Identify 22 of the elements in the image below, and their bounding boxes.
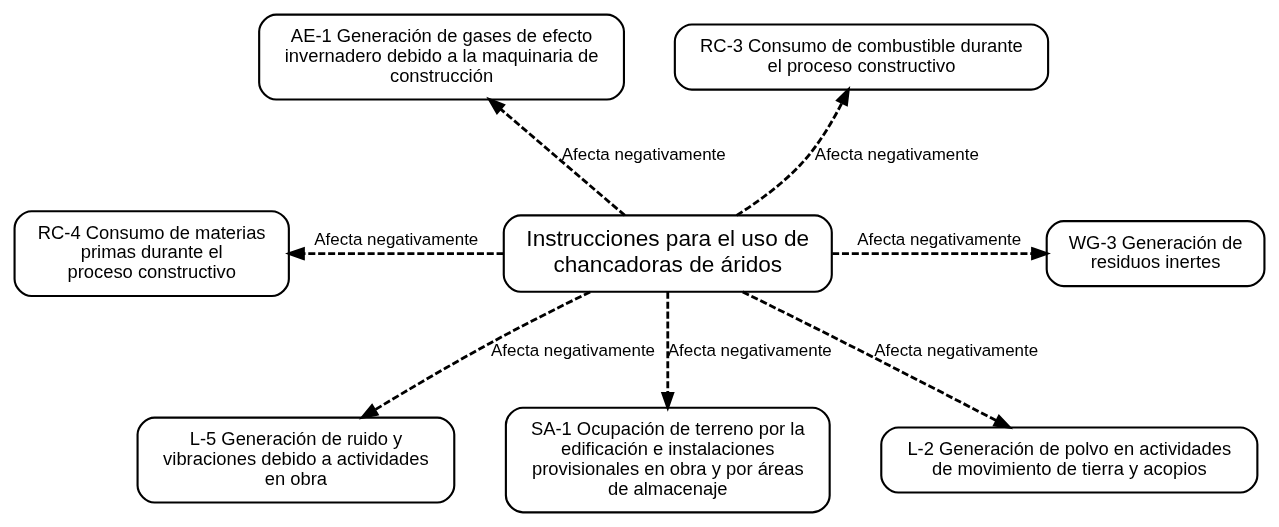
edge-label: Afecta negativamente (491, 341, 656, 361)
edge-label: Afecta negativamente (314, 229, 479, 249)
arrow (486, 96, 626, 217)
arrow (735, 85, 851, 217)
arrow (285, 246, 504, 261)
arrow (832, 246, 1051, 261)
edge-label: Afecta negativamente (857, 229, 1022, 249)
node-box: AE-1 Generación de gases de efecto invernadero debido a la maquinaria de construcción (258, 13, 625, 101)
edge-label: Afecta negativamente (874, 341, 1039, 361)
arrow (660, 291, 675, 412)
edge-label: Afecta negativamente (561, 144, 726, 164)
node-box: SA-1 Ocupación de terreno por la edificación e instalaciones provisionales en obra y por áreas de almacenaje (504, 406, 831, 514)
node-box: WG-3 Generación de residuos inertes (1045, 220, 1266, 288)
node-box: L-5 Generación de ruido y vibraciones debido a actividades en obra (136, 416, 456, 504)
node-box: RC-3 Consumo de combustible durante el proceso constructivo (673, 23, 1050, 91)
node-box: RC-4 Consumo de materias primas durante el proceso constructivo (13, 210, 290, 298)
node-box: Instrucciones para el uso de chancadoras de áridos (502, 214, 833, 293)
edge-label: Afecta negativamente (667, 341, 832, 361)
node-box: L-2 Generación de polvo en actividades de movimiento de tierra y acopios (880, 426, 1259, 494)
edge-label: Afecta negativamente (814, 144, 979, 164)
arrow (742, 290, 1014, 430)
arrow (358, 290, 591, 420)
